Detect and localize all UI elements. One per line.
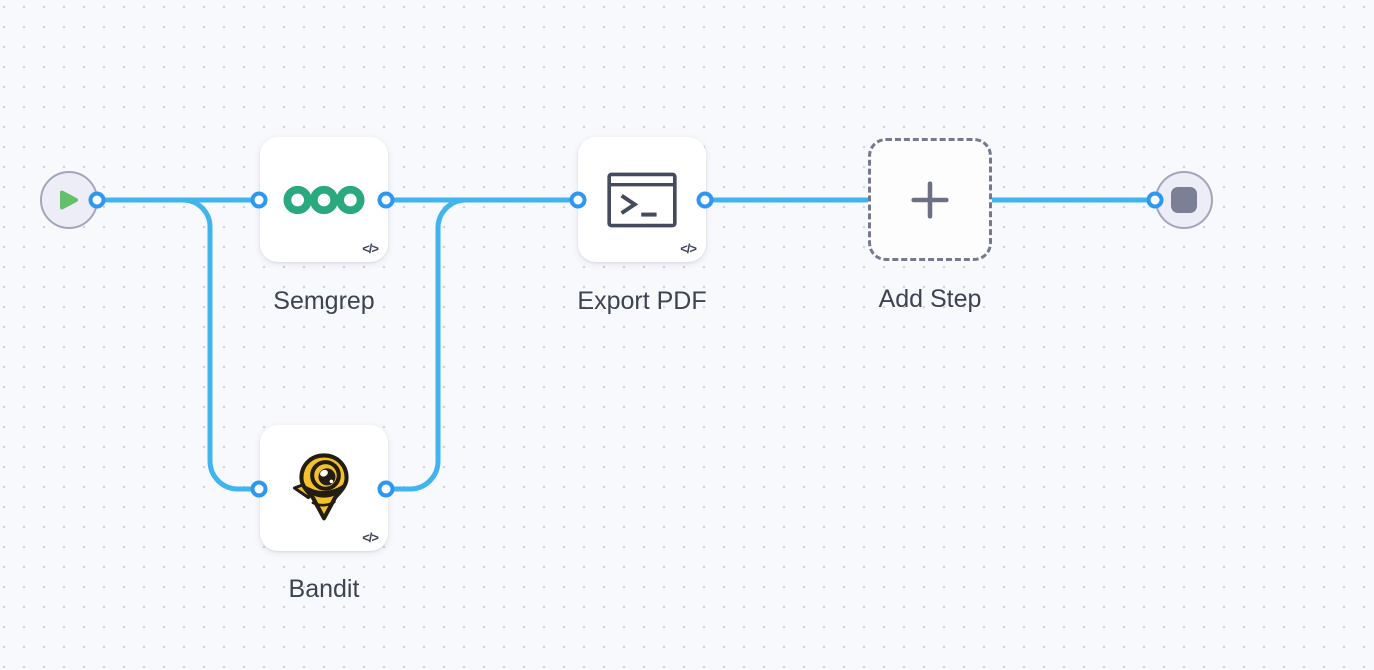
port-export-pdf-in[interactable] [569, 191, 587, 209]
plus-icon [911, 180, 949, 219]
port-semgrep-out[interactable] [377, 191, 395, 209]
code-icon: </> [362, 241, 379, 256]
add-step-button[interactable] [868, 138, 992, 261]
node-bandit[interactable]: </> [260, 425, 388, 551]
stop-icon [1171, 187, 1197, 213]
code-icon: </> [362, 530, 379, 545]
node-export-pdf[interactable]: </> [578, 137, 706, 262]
port-export-pdf-out[interactable] [696, 191, 714, 209]
code-icon: </> [680, 241, 697, 256]
edge-start-to-bandit [180, 197, 254, 492]
port-end-in[interactable] [1146, 191, 1164, 209]
bandit-mascot-icon [292, 453, 349, 521]
node-label-add-step: Add Step [878, 285, 982, 313]
node-semgrep[interactable]: </> [260, 137, 388, 262]
start-node[interactable] [40, 171, 98, 229]
port-bandit-out[interactable] [377, 480, 395, 498]
port-bandit-in[interactable] [250, 480, 268, 498]
semgrep-rings-icon [283, 185, 365, 214]
port-start-out[interactable] [88, 191, 106, 209]
terminal-icon [607, 172, 677, 227]
node-label-semgrep: Semgrep [273, 287, 375, 315]
node-label-export-pdf: Export PDF [577, 287, 707, 315]
edge-bandit-to-export-pdf [391, 197, 469, 492]
play-icon [60, 190, 78, 210]
port-semgrep-in[interactable] [250, 191, 268, 209]
node-label-bandit: Bandit [288, 575, 360, 603]
end-node[interactable] [1155, 171, 1213, 229]
